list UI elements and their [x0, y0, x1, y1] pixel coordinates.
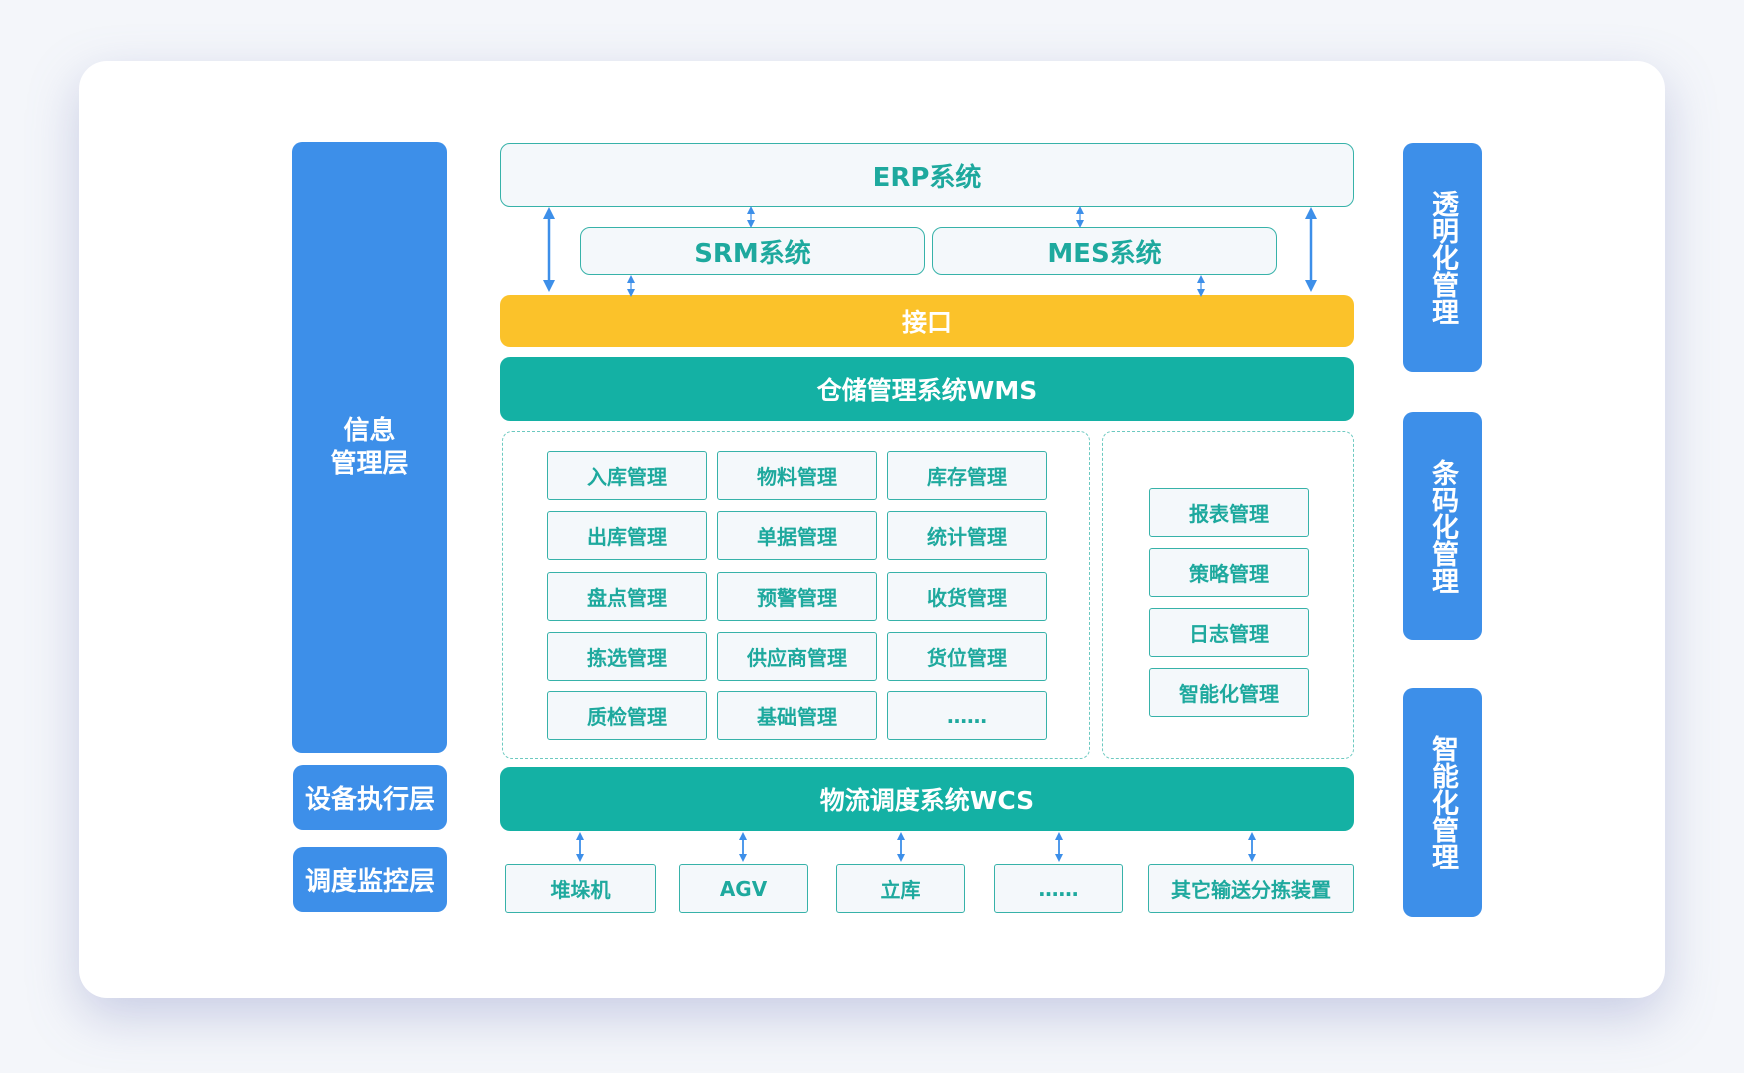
- interface-bar: 接口: [500, 295, 1354, 347]
- label-transparent-management: 透明化管理: [1403, 143, 1482, 372]
- label-barcode-management: 条码化管理: [1403, 412, 1482, 640]
- device-sorting: 其它输送分拣装置: [1148, 864, 1354, 913]
- wms-bar: 仓储管理系统WMS: [500, 357, 1354, 421]
- label-intelligent-text: 智能化管理: [1427, 735, 1458, 870]
- module-basic: 基础管理: [717, 691, 877, 740]
- erp-system-box: ERP系统: [500, 143, 1354, 207]
- layer-dispatch-monitoring: 调度监控层: [293, 847, 447, 912]
- layer-info-management: 信息 管理层: [292, 142, 447, 753]
- label-intelligent-management: 智能化管理: [1403, 688, 1482, 917]
- module-statistics: 统计管理: [887, 511, 1047, 560]
- module-inbound: 入库管理: [547, 451, 707, 500]
- layer-device-execution: 设备执行层: [293, 765, 447, 830]
- layer-info-line2: 管理层: [330, 448, 409, 479]
- label-transparent-text: 透明化管理: [1427, 190, 1458, 325]
- wms-modules-container: [502, 431, 1090, 759]
- module-alerts: 预警管理: [717, 572, 877, 621]
- wcs-bar: 物流调度系统WCS: [500, 767, 1354, 831]
- extra-modules-container: [1102, 431, 1354, 759]
- module-stocktaking: 盘点管理: [547, 572, 707, 621]
- module-more: ……: [887, 691, 1047, 740]
- module-locations: 货位管理: [887, 632, 1047, 681]
- module-material: 物料管理: [717, 451, 877, 500]
- module-picking: 拣选管理: [547, 632, 707, 681]
- module-inventory: 库存管理: [887, 451, 1047, 500]
- module-receiving: 收货管理: [887, 572, 1047, 621]
- device-stacker: 堆垛机: [505, 864, 656, 913]
- device-more: ……: [994, 864, 1123, 913]
- device-warehouse: 立库: [836, 864, 965, 913]
- layer-info-line1: 信息: [343, 415, 396, 446]
- device-agv: AGV: [679, 864, 808, 913]
- module-reports: 报表管理: [1149, 488, 1309, 537]
- module-quality: 质检管理: [547, 691, 707, 740]
- module-logs: 日志管理: [1149, 608, 1309, 657]
- mes-system-box: MES系统: [932, 227, 1277, 275]
- module-documents: 单据管理: [717, 511, 877, 560]
- module-suppliers: 供应商管理: [717, 632, 877, 681]
- module-intelligent: 智能化管理: [1149, 668, 1309, 717]
- module-strategy: 策略管理: [1149, 548, 1309, 597]
- label-barcode-text: 条码化管理: [1427, 458, 1458, 594]
- module-outbound: 出库管理: [547, 511, 707, 560]
- srm-system-box: SRM系统: [580, 227, 925, 275]
